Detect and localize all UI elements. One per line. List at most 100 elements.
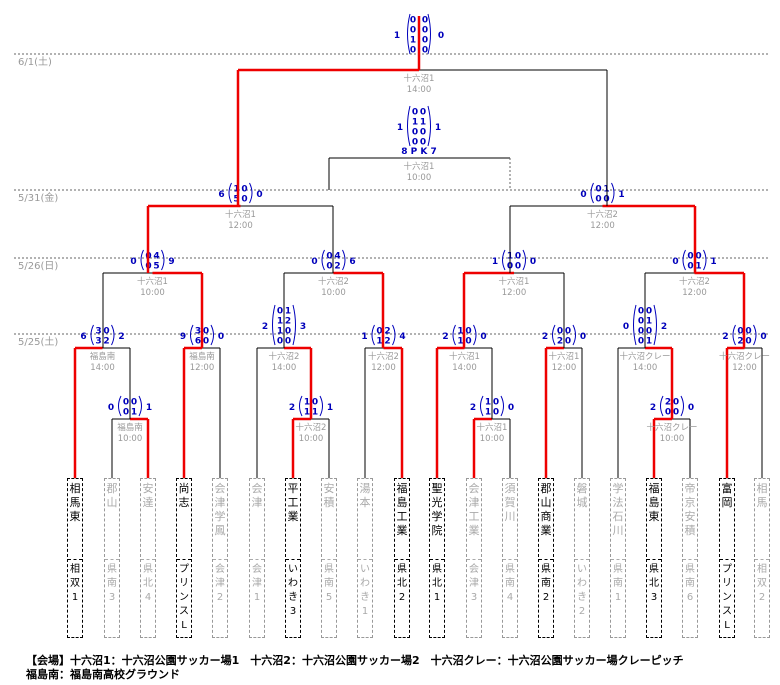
score-bracket-left	[321, 249, 325, 271]
total-score-left: 2	[289, 403, 295, 413]
team-divider	[430, 559, 444, 560]
match-time: 10:00	[480, 434, 505, 444]
total-score-left: 6	[218, 190, 224, 200]
date-label: 5/26(日)	[18, 261, 58, 272]
half-score-left: 0	[412, 138, 418, 148]
half-score-left: 0	[123, 398, 129, 408]
team-divider	[250, 559, 264, 560]
team-name: 相馬	[756, 482, 768, 509]
total-score-left: 0	[108, 403, 114, 413]
total-score-left: 0	[311, 257, 317, 267]
score-bracket-right	[161, 249, 165, 271]
score-bracket-left	[140, 249, 144, 271]
total-score-right: 0	[580, 332, 586, 342]
half-score-left: 0	[687, 262, 693, 272]
match-venue: 十六沼1	[225, 209, 256, 220]
total-score-left: 1	[394, 31, 400, 41]
venue-legend-line-2: 福島南：福島南高校グラウンド	[26, 668, 180, 681]
half-score-left: 1	[410, 36, 416, 46]
total-score-right: 0	[218, 332, 224, 342]
match-time: 14:00	[90, 363, 115, 373]
half-score-left: 3	[95, 327, 101, 337]
score-bracket-left	[452, 324, 456, 346]
team-divider	[68, 559, 82, 560]
half-score-right: 0	[420, 108, 426, 118]
half-score-left: 6	[195, 337, 201, 347]
half-score-right: 2	[285, 317, 291, 327]
half-score-left: 0	[326, 252, 332, 262]
team-name: 相馬東	[69, 482, 81, 523]
team-divider	[539, 559, 553, 560]
half-score-right: 0	[285, 327, 291, 337]
half-score-left: 0	[123, 408, 129, 418]
team-name: 安積	[323, 482, 335, 509]
half-score-left: 1	[233, 185, 239, 195]
team-divider	[683, 559, 697, 560]
total-score-right: 3	[300, 322, 306, 332]
match-venue: 十六沼2	[318, 276, 349, 287]
venue-legend-line-1: 【会場】十六沼1：十六沼公園サッカー場1 十六沼2：十六沼公園サッカー場2 十六…	[26, 654, 684, 667]
match-venue: 十六沼2	[368, 351, 399, 362]
half-score-right: 0	[285, 337, 291, 347]
total-score-right: 2	[118, 332, 124, 342]
half-score-right: 1	[695, 262, 701, 272]
half-score-left: 1	[376, 337, 382, 347]
half-score-right: 0	[745, 327, 751, 337]
match-time: 12:00	[190, 363, 215, 373]
half-score-left: 0	[277, 337, 283, 347]
score-bracket-left	[118, 395, 122, 417]
total-score-right: 0	[530, 257, 536, 267]
score-bracket-right	[703, 249, 707, 271]
half-score-right: 0	[420, 128, 426, 138]
half-score-right: 0	[695, 252, 701, 262]
half-score-right: 0	[565, 327, 571, 337]
team-divider	[503, 559, 517, 560]
score-bracket-right	[292, 304, 296, 346]
team-name: 福島東	[648, 482, 660, 523]
team-name: 帝京安積	[684, 482, 696, 537]
half-score-right: 1	[312, 408, 318, 418]
half-score-right: 0	[493, 408, 499, 418]
half-score-left: 5	[233, 195, 239, 205]
half-score-left: 0	[638, 327, 644, 337]
total-score-right: 1	[146, 403, 152, 413]
half-score-left: 0	[410, 46, 416, 56]
team-name: 郡山	[106, 482, 118, 509]
team-name: 湯本	[359, 482, 371, 509]
total-score-left: 6	[80, 332, 86, 342]
half-score-left: 3	[95, 337, 101, 347]
match-venue: 十六沼2	[587, 209, 618, 220]
match-time: 12:00	[590, 221, 615, 231]
half-score-right: 1	[646, 337, 652, 347]
score-bracket-right	[138, 395, 142, 417]
match-venue: 十六沼2	[679, 276, 710, 287]
team-divider	[358, 559, 372, 560]
match-time: 10:00	[118, 434, 143, 444]
score-bracket-left	[633, 304, 637, 346]
team-divider	[213, 559, 227, 560]
score-bracket-left	[732, 324, 736, 346]
half-score-left: 1	[277, 317, 283, 327]
score-bracket-left	[480, 395, 484, 417]
match-time: 10:00	[299, 434, 324, 444]
half-score-right: 0	[493, 398, 499, 408]
team-divider	[647, 559, 661, 560]
team-divider	[575, 559, 589, 560]
half-score-right: 0	[515, 262, 521, 272]
half-score-left: 1	[412, 118, 418, 128]
half-score-right: 0	[646, 327, 652, 337]
match-time: 10:00	[407, 173, 432, 183]
total-score-right: 6	[349, 257, 355, 267]
